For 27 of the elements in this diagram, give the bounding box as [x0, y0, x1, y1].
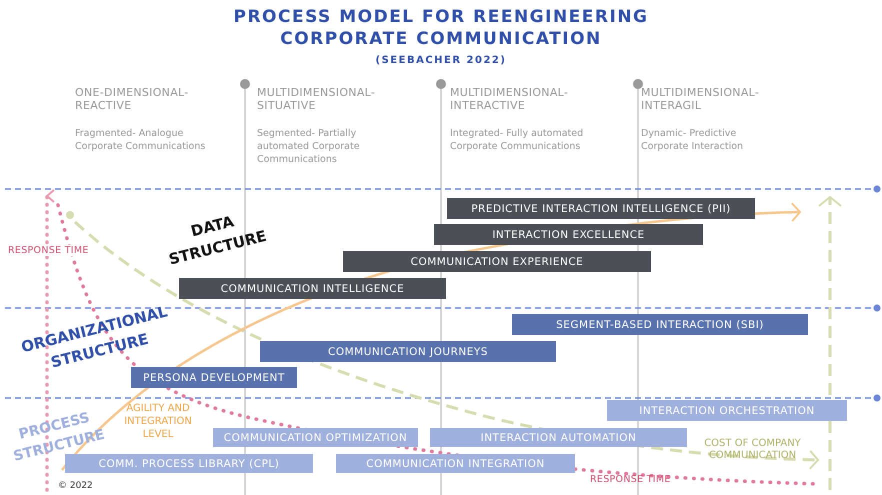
- organizational-structure-bar: PERSONA DEVELOPMENT: [131, 367, 297, 388]
- data-structure-bar: INTERACTION EXCELLENCE: [434, 224, 703, 245]
- column-description: Fragmented- Analogue Corporate Communications: [75, 127, 206, 153]
- curve-label: RESPONSE TIME: [8, 245, 89, 256]
- column-heading: MULTIDIMENSIONAL- INTERAGIL: [641, 86, 760, 112]
- process-structure-bar: COMMUNICATION OPTIMIZATION: [213, 428, 418, 447]
- curve-label: RESPONSE TIME: [590, 474, 671, 485]
- process-structure-bar: COMM. PROCESS LIBRARY (CPL): [65, 454, 313, 473]
- subtitle: (SEEBACHER 2022): [374, 55, 508, 66]
- curve-label: AGILITY AND INTEGRATION LEVEL: [123, 402, 193, 441]
- diagram-title: PROCESS MODEL FOR REENGINEERING CORPORATE COMMUNICATION: [232, 6, 650, 50]
- column-heading: MULTIDIMENSIONAL- INTERACTIVE: [450, 86, 570, 112]
- organizational-structure-bar: SEGMENT-BASED INTERACTION (SBI): [512, 314, 808, 335]
- process-structure-bar: INTERACTION AUTOMATION: [430, 428, 687, 447]
- column-description: Dynamic- Predictive Corporate Interaction: [641, 127, 744, 153]
- curve-label: COST OF COMPANY COMMUNICATION: [703, 438, 802, 462]
- organizational-structure-bar: COMMUNICATION JOURNEYS: [260, 341, 556, 362]
- column-heading: ONE-DIMENSIONAL- REACTIVE: [75, 86, 190, 112]
- process-structure-bar: INTERACTION ORCHESTRATION: [607, 400, 847, 421]
- column-heading: MULTIDIMENSIONAL- SITUATIVE: [257, 86, 376, 112]
- data-structure-bar: COMMUNICATION INTELLIGENCE: [179, 278, 446, 299]
- copyright-note: © 2022: [58, 481, 93, 491]
- data-structure-bar: PREDICTIVE INTERACTION INTELLIGENCE (PII): [447, 198, 755, 219]
- column-description: Integrated- Fully automated Corporate Communications: [450, 127, 584, 153]
- process-structure-bar: COMMUNICATION INTEGRATION: [336, 454, 575, 473]
- column-description: Segmented- Partially automated Corporate Communications: [257, 127, 361, 166]
- data-structure-bar: COMMUNICATION EXPERIENCE: [343, 251, 651, 272]
